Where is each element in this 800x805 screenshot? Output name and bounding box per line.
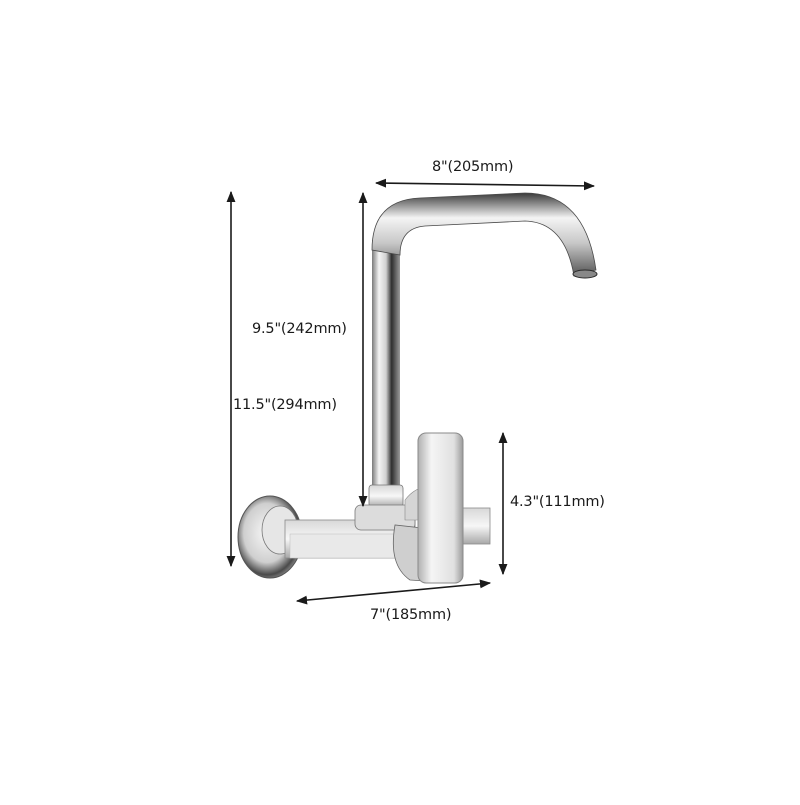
total-height-label: 11.5"(294mm) (233, 397, 337, 413)
handle-lever (417, 432, 464, 584)
body-length-label: 7"(185mm) (370, 607, 452, 623)
body-length-arrow (295, 579, 492, 605)
spout-riser (372, 240, 400, 495)
faucet-illustration (237, 192, 598, 584)
spout-height-label: 9.5"(242mm) (252, 321, 347, 337)
spout-collar (368, 484, 404, 508)
spout-tip (572, 269, 598, 279)
spout-reach-label: 8"(205mm) (432, 159, 514, 175)
spout-arc (371, 192, 597, 277)
dimension-lines (226, 178, 596, 605)
handle-height-label: 4.3"(111mm) (510, 494, 605, 510)
spout-reach-arrow (374, 178, 596, 191)
